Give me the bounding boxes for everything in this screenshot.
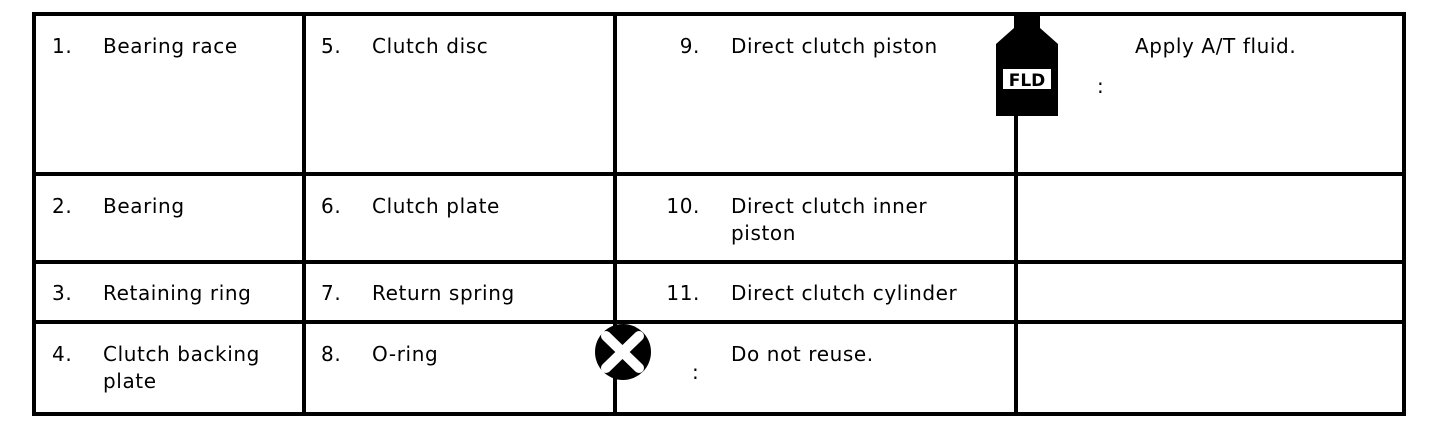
item-label: Return spring [372, 281, 515, 305]
item-number: 11. [666, 281, 700, 305]
item-label: Direct clutch inner [731, 194, 928, 218]
item-number: 7. [321, 281, 342, 305]
row-divider [36, 260, 1402, 264]
parts-legend-table [32, 12, 1406, 416]
item-number: 1. [52, 34, 73, 58]
item-number: 3. [52, 281, 73, 305]
item-label: Direct clutch piston [731, 34, 938, 58]
symbol-colon: : [692, 360, 699, 384]
row-divider [36, 320, 1402, 324]
item-label: O-ring [372, 342, 439, 366]
item-number: 8. [321, 342, 342, 366]
symbol-colon: : [1097, 74, 1104, 98]
fluid-label: FLD [1009, 71, 1046, 91]
symbol-description: Do not reuse. [731, 342, 874, 366]
item-number: 9. [679, 34, 700, 58]
do-not-reuse-icon [595, 324, 651, 380]
row-divider [36, 172, 1402, 176]
item-label: Bearing [103, 194, 185, 218]
item-number: 5. [321, 34, 342, 58]
item-label: piston [731, 221, 797, 245]
column-divider [1014, 16, 1018, 412]
symbol-description: Apply A/T fluid. [1135, 34, 1297, 58]
item-label: Clutch disc [372, 34, 489, 58]
item-number: 6. [321, 194, 342, 218]
item-number: 2. [52, 194, 73, 218]
item-label: Retaining ring [103, 281, 252, 305]
column-divider [302, 16, 306, 412]
item-label: Clutch plate [372, 194, 500, 218]
item-label: plate [103, 369, 157, 393]
fluid-bottle-icon: FLD [996, 16, 1058, 116]
item-label: Bearing race [103, 34, 238, 58]
item-label: Clutch backing [103, 342, 260, 366]
column-divider [613, 16, 617, 412]
item-number: 4. [52, 342, 73, 366]
item-number: 10. [666, 194, 700, 218]
item-label: Direct clutch cylinder [731, 281, 958, 305]
